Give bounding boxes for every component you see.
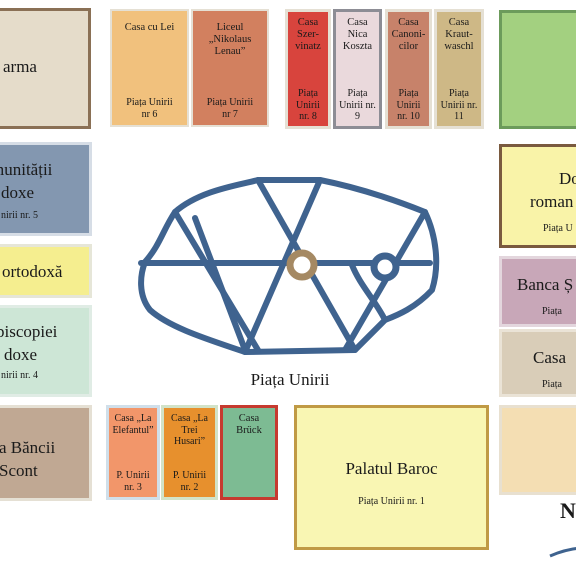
building-address: Piața U bbox=[543, 223, 573, 234]
building-name-line1: a Băncii bbox=[0, 438, 56, 457]
square-label: Piața Unirii bbox=[250, 370, 330, 389]
building-address: nirii nr. 5 bbox=[1, 210, 38, 221]
paving-line bbox=[172, 209, 261, 353]
building-domul-romano: Do roman Piața U bbox=[499, 144, 576, 248]
building-casa-la-trei-husari: Casa „La Trei Husari” P. Unirii nr. 2 bbox=[161, 405, 218, 500]
building-bancii-scont: a Băncii Scont bbox=[0, 405, 92, 501]
building-ortodoxa: ortodoxă bbox=[0, 244, 92, 298]
building-name: Liceul „Nikolaus Lenau” bbox=[208, 22, 252, 58]
paving-line bbox=[255, 177, 358, 353]
building-address: Piața bbox=[542, 306, 562, 317]
fountain-center-ring bbox=[286, 249, 318, 281]
paving-line bbox=[349, 262, 388, 323]
building-address: Piața Unirii nr. 9 bbox=[339, 88, 376, 122]
building-address: Piața Unirii nr 7 bbox=[206, 97, 254, 120]
paving-line bbox=[342, 209, 428, 353]
building-casa-nica-koszta: Casa Nica Koszta Piața Unirii nr. 9 bbox=[333, 9, 382, 129]
compass-arrow-icon bbox=[549, 546, 576, 558]
building-name: ortodoxă bbox=[2, 262, 63, 281]
paving-line bbox=[192, 215, 248, 353]
building-address: P. Unirii nr. 3 bbox=[116, 470, 150, 493]
fountain-right-ring bbox=[370, 252, 400, 282]
building-bottom-right bbox=[499, 405, 576, 495]
building-address: Piața Unirii nr. 10 bbox=[396, 88, 421, 122]
building-banca: Banca Ș Piața bbox=[499, 256, 576, 327]
building-name: Casa cu Lei bbox=[124, 22, 175, 33]
building-address: Piața Unirii nr. 8 bbox=[296, 88, 320, 122]
building-casa-canonicilor: Casa Canoni-cilor Piața Unirii nr. 10 bbox=[385, 9, 432, 129]
building-address: P. Unirii nr. 2 bbox=[172, 470, 207, 493]
building-name: Casa Kraut-waschl bbox=[444, 17, 474, 53]
building-liceul-lenau: Liceul „Nikolaus Lenau” Piața Unirii nr … bbox=[191, 9, 269, 127]
building-name-line1: Do bbox=[559, 169, 576, 188]
building-name: Casa Brück bbox=[236, 413, 262, 437]
north-mark: N bbox=[560, 498, 576, 523]
building-farma: arma bbox=[0, 8, 91, 129]
building-casa-right: Casa Piața bbox=[499, 329, 576, 397]
building-name: Palatul Baroc bbox=[345, 459, 438, 478]
building-casa-krautwaschl: Casa Kraut-waschl Piața Unirii nr. 11 bbox=[434, 9, 484, 129]
building-name-line1: piscopiei bbox=[0, 322, 58, 341]
building-name: Casa „La Elefantul” bbox=[112, 413, 154, 436]
building-comunitatii-ortodoxe: munității doxe nirii nr. 5 bbox=[0, 142, 92, 236]
building-casa-cu-lei: Casa cu Lei Piața Unirii nr 6 bbox=[110, 9, 189, 127]
building-address: Piața Unirii nr. 11 bbox=[440, 88, 478, 122]
building-casa-la-elefantul: Casa „La Elefantul” P. Unirii nr. 3 bbox=[106, 405, 160, 500]
building-episcopiei: piscopiei doxe nirii nr. 4 bbox=[0, 305, 92, 397]
building-casa-bruck: Casa Brück bbox=[220, 405, 278, 500]
building-name-line2: Scont bbox=[0, 461, 38, 480]
paving-line bbox=[242, 177, 323, 355]
building-name: Casa Canoni-cilor bbox=[391, 17, 426, 53]
building-address: Piața Unirii nr. 1 bbox=[358, 496, 425, 507]
building-palatul-baroc: Palatul Baroc Piața Unirii nr. 1 bbox=[294, 405, 489, 550]
building-address: nirii nr. 4 bbox=[1, 370, 38, 381]
building-name: Casa „La Trei Husari” bbox=[171, 413, 208, 447]
building-name-line2: roman bbox=[530, 192, 574, 211]
building-name: Banca Ș bbox=[517, 275, 574, 294]
building-name: Casa bbox=[533, 348, 567, 367]
building-address: Piața Unirii nr 6 bbox=[126, 97, 173, 120]
building-name: arma bbox=[3, 57, 37, 76]
building-name-line1: munității bbox=[0, 160, 53, 179]
building-name: Casa Nica Koszta bbox=[342, 17, 373, 53]
building-name-line2: doxe bbox=[4, 345, 38, 364]
fountain-outline bbox=[138, 177, 440, 355]
building-name-line2: doxe bbox=[1, 183, 35, 202]
building-address: Piața bbox=[542, 379, 562, 390]
building-name: Casa Szer-vinatz bbox=[295, 17, 321, 53]
building-top-right bbox=[499, 10, 576, 129]
building-casa-szervinatz: Casa Szer-vinatz Piața Unirii nr. 8 bbox=[285, 9, 331, 129]
